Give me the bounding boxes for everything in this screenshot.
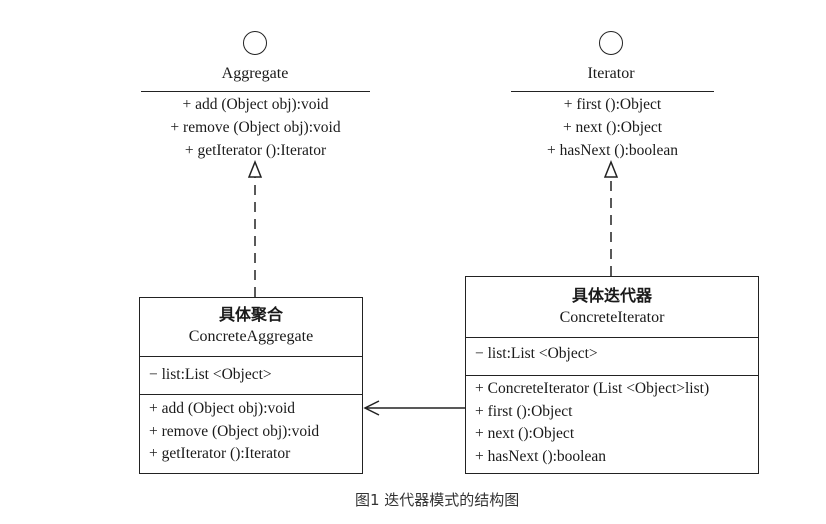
concrete-aggregate-class: 具体聚合 ConcreteAggregate − list:List <Obje…: [139, 297, 363, 474]
iterator-op: + hasNext ():boolean: [547, 142, 678, 159]
aggregate-op: + getIterator ():Iterator: [184, 142, 327, 159]
concrete-aggregate-op: + getIterator ():Iterator: [149, 445, 291, 462]
concrete-iterator-name-en: ConcreteIterator: [559, 309, 665, 326]
iterator-interface-name: Iterator: [587, 65, 635, 82]
concrete-aggregate-name-section: 具体聚合 ConcreteAggregate: [140, 298, 362, 357]
concrete-iterator-attribute: − list:List <Object>: [475, 345, 598, 362]
concrete-aggregate-attributes: − list:List <Object>: [140, 357, 362, 395]
concrete-aggregate-op: + add (Object obj):void: [149, 400, 296, 417]
concrete-iterator-attributes: − list:List <Object>: [466, 338, 758, 376]
aggregate-realization-arrowhead: [247, 159, 263, 178]
iterator-op: + next ():Object: [562, 119, 663, 136]
concrete-iterator-op: + first ():Object: [475, 402, 573, 420]
concrete-iterator-class: 具体迭代器 ConcreteIterator − list:List <Obje…: [465, 276, 759, 474]
aggregate-op: + remove (Object obj):void: [170, 119, 341, 136]
concrete-iterator-op: + next ():Object: [475, 425, 575, 442]
iterator-interface-divider: [511, 91, 714, 92]
aggregate-op: + add (Object obj):void: [182, 96, 329, 113]
aggregate-interface-name: Aggregate: [221, 65, 289, 82]
concrete-aggregate-attribute: − list:List <Object>: [149, 366, 272, 383]
concrete-iterator-op: + hasNext ():boolean: [475, 447, 606, 465]
concrete-aggregate-operations: + add (Object obj):void + remove (Object…: [140, 395, 362, 466]
iterator-interface-icon: [599, 31, 623, 55]
concrete-iterator-name-section: 具体迭代器 ConcreteIterator: [466, 277, 758, 338]
aggregate-interface-divider: [141, 91, 370, 92]
figure-caption: 图1 迭代器模式的结构图: [355, 491, 520, 509]
concrete-iterator-operations: + ConcreteIterator (List <Object>list) +…: [466, 376, 758, 468]
aggregate-interface-icon: [243, 31, 267, 55]
association-arrowhead: [363, 400, 380, 416]
concrete-aggregate-op: + remove (Object obj):void: [149, 422, 320, 440]
iterator-realization-arrowhead: [603, 159, 619, 178]
iterator-op: + first ():Object: [563, 96, 662, 113]
concrete-iterator-op: + ConcreteIterator (List <Object>list): [475, 380, 710, 397]
concrete-aggregate-name-cn: 具体聚合: [218, 305, 283, 324]
concrete-aggregate-name-en: ConcreteAggregate: [188, 328, 314, 345]
concrete-iterator-name-cn: 具体迭代器: [571, 286, 652, 305]
